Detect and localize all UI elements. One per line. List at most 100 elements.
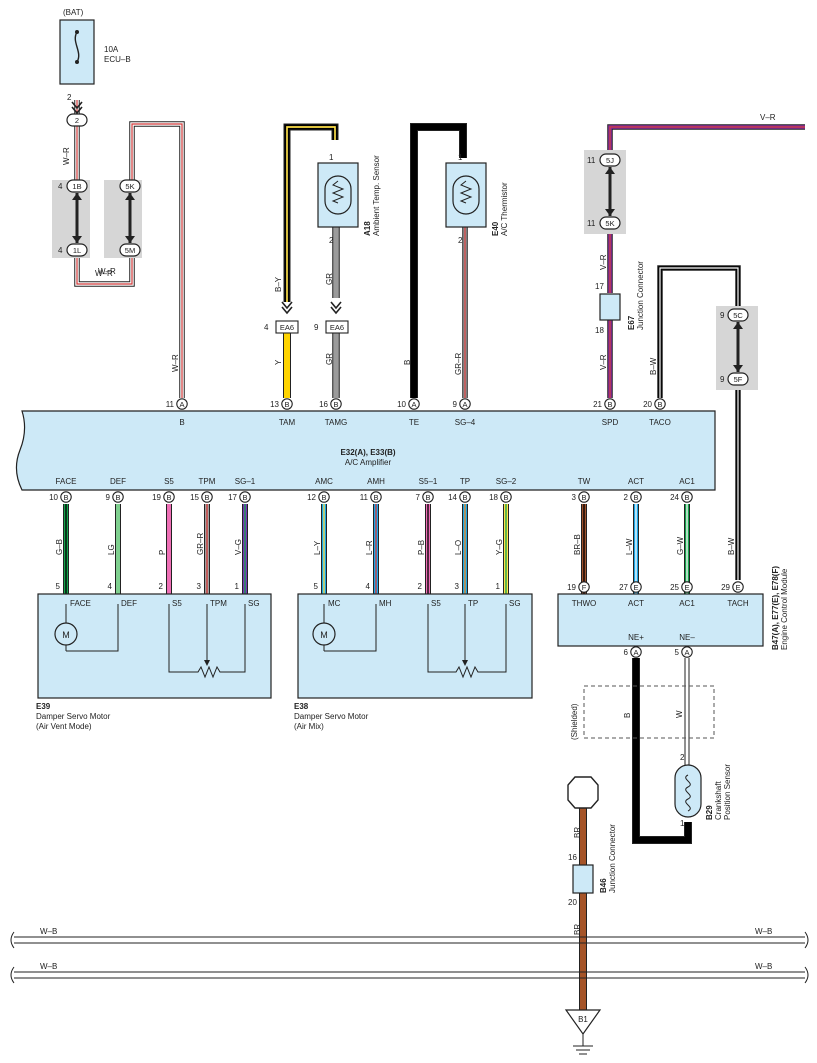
ecm-pin-0 [578,581,590,593]
amp-top-pin-3 [408,398,420,410]
jn-5k-right [599,216,621,230]
a18-code: A18 [363,221,372,236]
b29-pin1: 1 [680,819,685,828]
jn-1b-link-down [72,236,82,243]
boxes-layer: (BAT) 10A ECU–B 2 E32(A), E33(B) A/C Amp… [15,8,764,699]
e38-pin-3: 3 [455,582,460,591]
b29-name: Crankshaft [714,781,723,820]
e67-connector [599,293,621,321]
amp-top-pin-2-letter: B [333,400,338,409]
b29-pin2: 2 [680,753,685,762]
bus-break-left-1 [10,966,15,984]
label-bottom-7: P–B [417,540,426,555]
amp-bot-label-1: DEF [110,477,126,486]
b46-pin-top: 16 [568,853,577,862]
label-br_bot: BR [573,924,582,935]
e38-sub: (Air Mix) [294,722,324,731]
b29-coil-icon [685,774,691,812]
amp-top-pin-2 [330,398,342,410]
jn-5k [119,179,141,193]
label-gr_bot: GR [325,353,334,365]
jn-5f-label: 5F [734,375,743,384]
e38-label-4: SG [509,599,521,608]
amp-top-num-6: 20 [643,400,652,409]
label-b_te: B [403,360,412,365]
ecm-ne-num-1: 5 [675,648,680,657]
ecm-num-1: 27 [619,583,628,592]
wire-v-r-top-stripe [609,126,805,152]
e67-pin-top: 17 [595,282,604,291]
e38-motor-return [324,604,377,652]
ecm-num-0: 19 [567,583,576,592]
fuse-name: ECU–B [104,55,131,64]
ecm-pin-3-letter: E [735,583,740,592]
jn-5k-right-pin: 11 [587,219,596,228]
label-w-r-loop: W–R [98,267,116,276]
a18-name: Ambient Temp. Sensor [372,155,381,236]
label-bottom-12: G–W [676,536,685,555]
amp-bot-num-7: 7 [416,493,421,502]
ecm-pin-1-letter: E [633,583,638,592]
amp-bot-num-4: 17 [228,493,237,502]
e38-pin-4: 1 [496,582,501,591]
b46-connector [572,864,594,894]
e39-sub: (Air Vent Mode) [36,722,92,731]
b46-code: B46 [599,878,608,893]
jn-5j-link-down [605,209,615,216]
amp-top-num-2: 16 [319,400,328,409]
amp-bot-label-5: AMC [315,477,333,486]
ecm-name: Engine Control Module [780,568,789,650]
bus-label-left-0: W–B [40,927,57,936]
label-b_y: B–Y [274,276,283,292]
jn-5k-right-label: 5K [605,219,614,228]
ecm-box [557,593,764,647]
amp-top-label-6: TACO [649,418,671,427]
amp-bot-pin-0-letter: B [63,493,68,502]
e40-pin2: 2 [458,236,463,245]
amp-bot-pin-5 [318,491,330,503]
bus-label-right-1: W–B [755,962,772,971]
e38-wiper-arrow [462,660,468,666]
amp-bot-pin-8-letter: B [462,493,467,502]
amplifier-title: E32(A), E33(B) [340,448,395,457]
e38-label-2: S5 [431,599,441,608]
label-ne_w: W [675,710,684,718]
e38-pin-2: 2 [418,582,423,591]
e38-code: E38 [294,702,309,711]
jn-1b-link-up [72,193,82,200]
amp-bot-pin-10 [578,491,590,503]
amplifier-subtitle: A/C Amplifier [345,458,392,467]
amp-bot-label-3: TPM [199,477,216,486]
label-v_r_mid: V–R [599,254,608,270]
label-bottom-9: Y–G [495,539,504,555]
jn-5c-link-up [733,322,743,329]
fuse-chevron [71,101,83,115]
amp-top-num-0: 11 [166,400,175,409]
amp-bot-pin-6-letter: B [373,493,378,502]
ecm-ne-pin-0 [630,646,642,658]
jn-1l-pin: 4 [58,246,63,255]
amp-bot-num-10: 3 [572,493,577,502]
label-shielded: (Shielded) [570,703,579,740]
bus-break-right-1 [804,966,809,984]
label-b_w_tach: B–W [727,537,736,555]
e67-pin-bot: 18 [595,326,604,335]
amp-bot-num-9: 18 [489,493,498,502]
amp-top-label-2: TAMG [325,418,348,427]
amp-top-label-3: TE [409,418,419,427]
amp-bot-num-3: 15 [190,493,199,502]
amp-top-pin-5-letter: B [607,400,612,409]
e39-code: E39 [36,702,51,711]
e39-label-2: S5 [172,599,182,608]
amp-bot-label-6: AMH [367,477,385,486]
amp-bot-pin-9-letter: B [503,493,508,502]
amp-bot-pin-4-letter: B [242,493,247,502]
jn-5j-link-up [605,167,615,174]
amp-bot-pin-3 [201,491,213,503]
jn-5f-pin: 9 [720,375,725,384]
ecm-pin-0-letter: F [582,583,587,592]
e67-name: Junction Connector [636,261,645,330]
wire-ne-plus-base [633,658,691,843]
